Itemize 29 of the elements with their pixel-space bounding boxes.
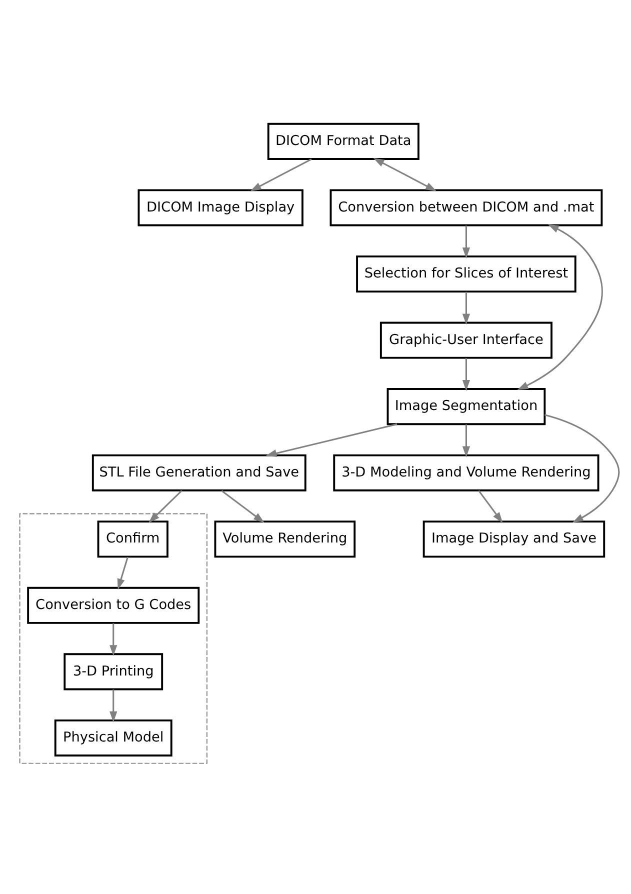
node-box: Conversion between DICOM and .mat <box>330 188 603 226</box>
arrow <box>544 414 620 522</box>
node-box: 3-D Modeling and Volume Rendering <box>333 454 600 491</box>
arrow <box>462 291 470 324</box>
arrow <box>110 689 118 722</box>
arrow <box>462 424 470 457</box>
node-box: 3-D Printing <box>64 652 164 690</box>
arrow <box>117 556 128 590</box>
arrow <box>110 622 118 656</box>
node-box: Confirm <box>97 520 168 558</box>
node-box: Volume Rendering <box>214 520 356 558</box>
node-box: DICOM Format Data <box>267 122 420 160</box>
node-box: Selection for Slices of Interest <box>356 254 576 292</box>
node-box: Image Display and Save <box>422 520 606 558</box>
arrow <box>462 225 470 258</box>
arrow <box>373 158 437 191</box>
node-box: Physical Model <box>54 718 172 756</box>
arrow <box>221 490 264 522</box>
node-box: Image Segmentation <box>386 388 546 425</box>
node-box: DICOM Image Display <box>138 188 304 226</box>
arrow <box>517 224 603 390</box>
arrow <box>478 490 503 523</box>
arrow <box>462 358 470 390</box>
node-box: Conversion to G Codes <box>27 586 200 624</box>
node-box: STL File Generation and Save <box>92 454 306 491</box>
arrow <box>250 158 312 191</box>
arrow <box>148 490 182 522</box>
arrow <box>266 422 398 456</box>
node-box: Graphic-User Interface <box>380 321 552 358</box>
